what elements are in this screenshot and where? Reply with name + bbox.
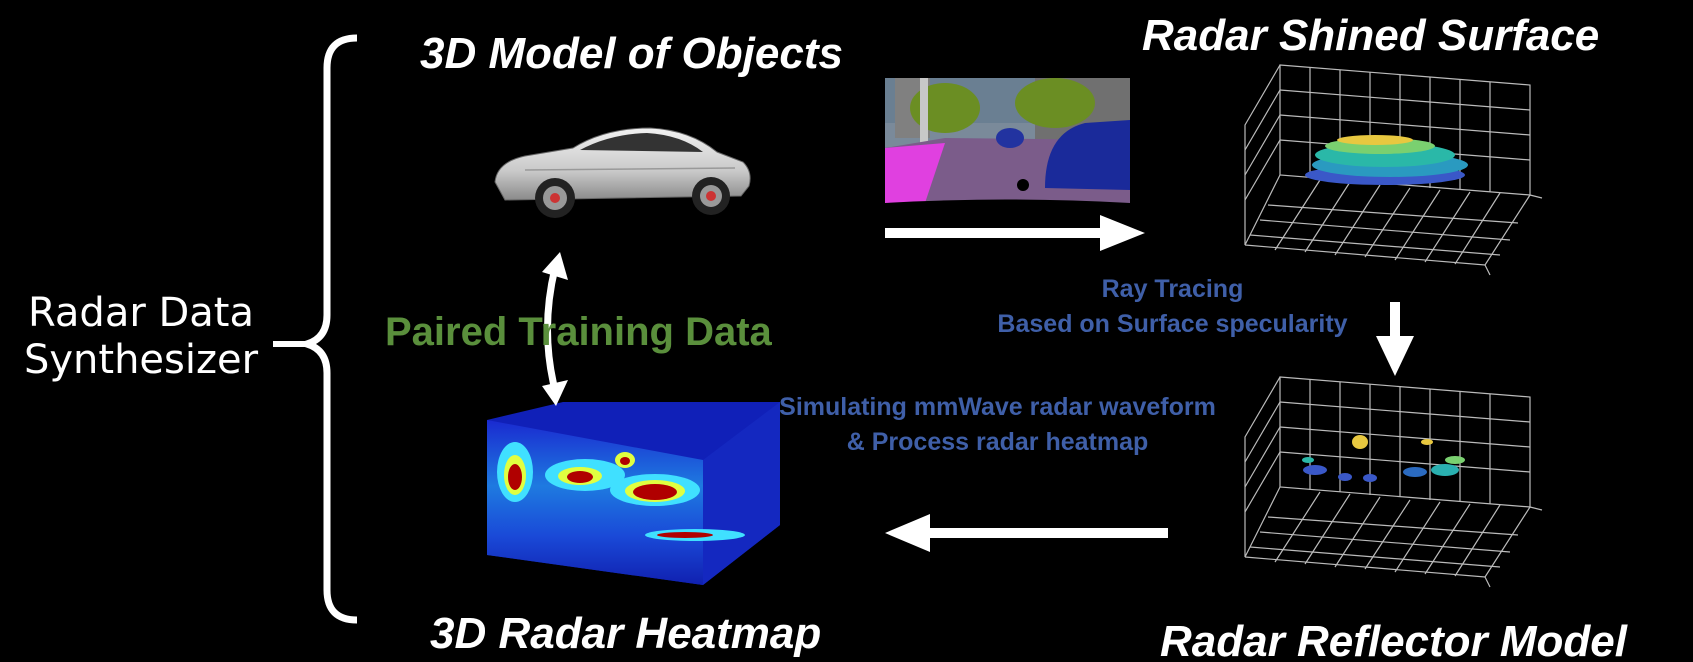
segmentation-camera-image <box>885 78 1130 203</box>
arrow-down <box>1376 302 1414 376</box>
simulating-line2: & Process radar heatmap <box>846 428 1149 456</box>
ray-tracing-line1: Ray Tracing <box>1101 275 1244 303</box>
ray-tracing-line2: Based on Surface specularity <box>997 310 1348 338</box>
simulating-line1: Simulating mmWave radar waveform <box>779 393 1216 421</box>
simulating-caption: Simulating mmWave radar waveform & Proce… <box>715 390 1280 460</box>
radar-heatmap-image <box>487 402 780 585</box>
arrow-double-vertical <box>542 252 568 406</box>
arrow-left <box>885 514 1168 552</box>
bracket <box>273 34 358 624</box>
car-3d-model-image <box>494 127 751 218</box>
title-3d-radar-heatmap: 3D Radar Heatmap <box>430 609 822 658</box>
title-3d-model: 3D Model of Objects <box>420 29 843 78</box>
paired-training-data-label: Paired Training Data <box>385 310 772 354</box>
title-radar-shined-surface: Radar Shined Surface <box>1142 11 1600 60</box>
arrow-right <box>885 215 1145 251</box>
shined-surface-plot <box>1244 64 1543 276</box>
synthesizer-line2: Synthesizer <box>23 337 259 384</box>
title-radar-reflector-model: Radar Reflector Model <box>1160 617 1627 662</box>
reflector-model-plot <box>1244 376 1543 588</box>
synthesizer-label: Radar Data Synthesizer <box>12 290 270 384</box>
synthesizer-line1: Radar Data <box>28 290 254 336</box>
ray-tracing-caption: Ray Tracing Based on Surface specularity <box>920 272 1425 342</box>
